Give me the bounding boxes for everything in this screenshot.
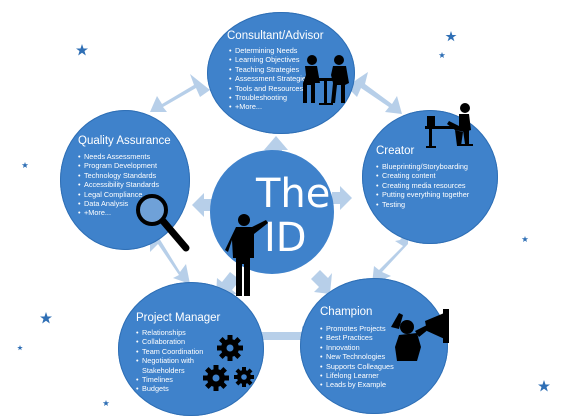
list-item: Data Analysis [78,199,159,209]
champion-title: Champion [320,306,373,318]
consultant-advisor-circle: Consultant/Advisor Determining Needs Lea… [207,12,355,134]
consultant-list: Determining Needs Learning Objectives Te… [229,46,310,112]
list-item: Creating content [376,171,469,181]
star-icon [521,236,529,242]
list-item: Teaching Strategies [229,65,310,75]
list-item: Team Coordination [136,347,222,357]
list-item: Accessibility Standards [78,180,159,190]
star-icon [17,345,23,351]
arrow-consultant-creator [348,72,402,114]
project-manager-list: Relationships Collaboration Team Coordin… [136,328,222,394]
list-item: Lifelong Learner [320,371,394,381]
connector-arrows [144,72,408,346]
list-item: Learning Objectives [229,55,310,65]
arrow-pm-champion [246,326,314,346]
center-title-line2: ID [264,215,307,261]
star-icon [438,52,446,58]
presenter-silhouette-icon [225,214,268,296]
list-item: Promotes Projects [320,324,394,334]
list-item: Program Development [78,161,159,171]
list-item: Innovation [320,343,394,353]
list-item: Determining Needs [229,46,310,56]
list-item: Tools and Resources [229,84,310,94]
list-item: Assessment Strategies [229,74,310,84]
list-item: Putting everything together [376,190,469,200]
desk-worker-silhouette-icon [425,103,473,148]
arrow-consultant-quality [150,74,210,112]
list-item: Creating media resources [376,181,469,191]
list-item: Negotiation with Stakeholders [136,356,222,375]
list-item: +More... [78,208,159,218]
list-item: Collaboration [136,337,222,347]
creator-list: Blueprinting/Storyboarding Creating cont… [376,162,469,209]
list-item: Troubleshooting [229,93,310,103]
gears-icon [203,335,254,391]
quality-title: Quality Assurance [78,135,171,147]
list-item: Leads by Example [320,380,394,390]
star-icon [102,400,110,406]
list-item: Supports Colleagues [320,362,394,372]
center-id-circle: The ID [210,150,334,274]
megaphone-silhouette-icon [391,309,449,361]
meeting-silhouette-icon [303,55,349,105]
star-icon [40,312,52,324]
list-item: Testing [376,200,469,210]
champion-circle: Champion Promotes Projects Best Practice… [300,278,448,414]
list-item: Needs Assessments [78,152,159,162]
list-item: +More... [229,102,310,112]
star-icon [538,380,550,392]
creator-title: Creator [376,145,415,157]
consultant-title: Consultant/Advisor [227,30,324,42]
arrow-creator-champion [372,230,408,284]
arrow-center-left [192,193,212,217]
arrow-center-downright [311,270,332,294]
center-title-line1: The [256,171,331,217]
list-item: Legal Compliance [78,190,159,200]
list-item: Timelines [136,375,222,385]
arrow-quality-pm [144,236,190,284]
list-item: Blueprinting/Storyboarding [376,162,469,172]
list-item: Technology Standards [78,171,159,181]
list-item: Relationships [136,328,222,338]
magnifier-icon [136,194,190,252]
star-icon [21,162,29,168]
list-item: Best Practices [320,333,394,343]
list-item: New Technologies [320,352,394,362]
project-manager-title: Project Manager [136,312,221,324]
star-icon [445,31,457,42]
arrow-center-right [332,186,352,210]
star-icon [76,44,88,56]
list-item: Budgets [136,384,222,394]
quality-list: Needs Assessments Program Development Te… [78,152,159,218]
champion-list: Promotes Projects Best Practices Innovat… [320,324,394,390]
